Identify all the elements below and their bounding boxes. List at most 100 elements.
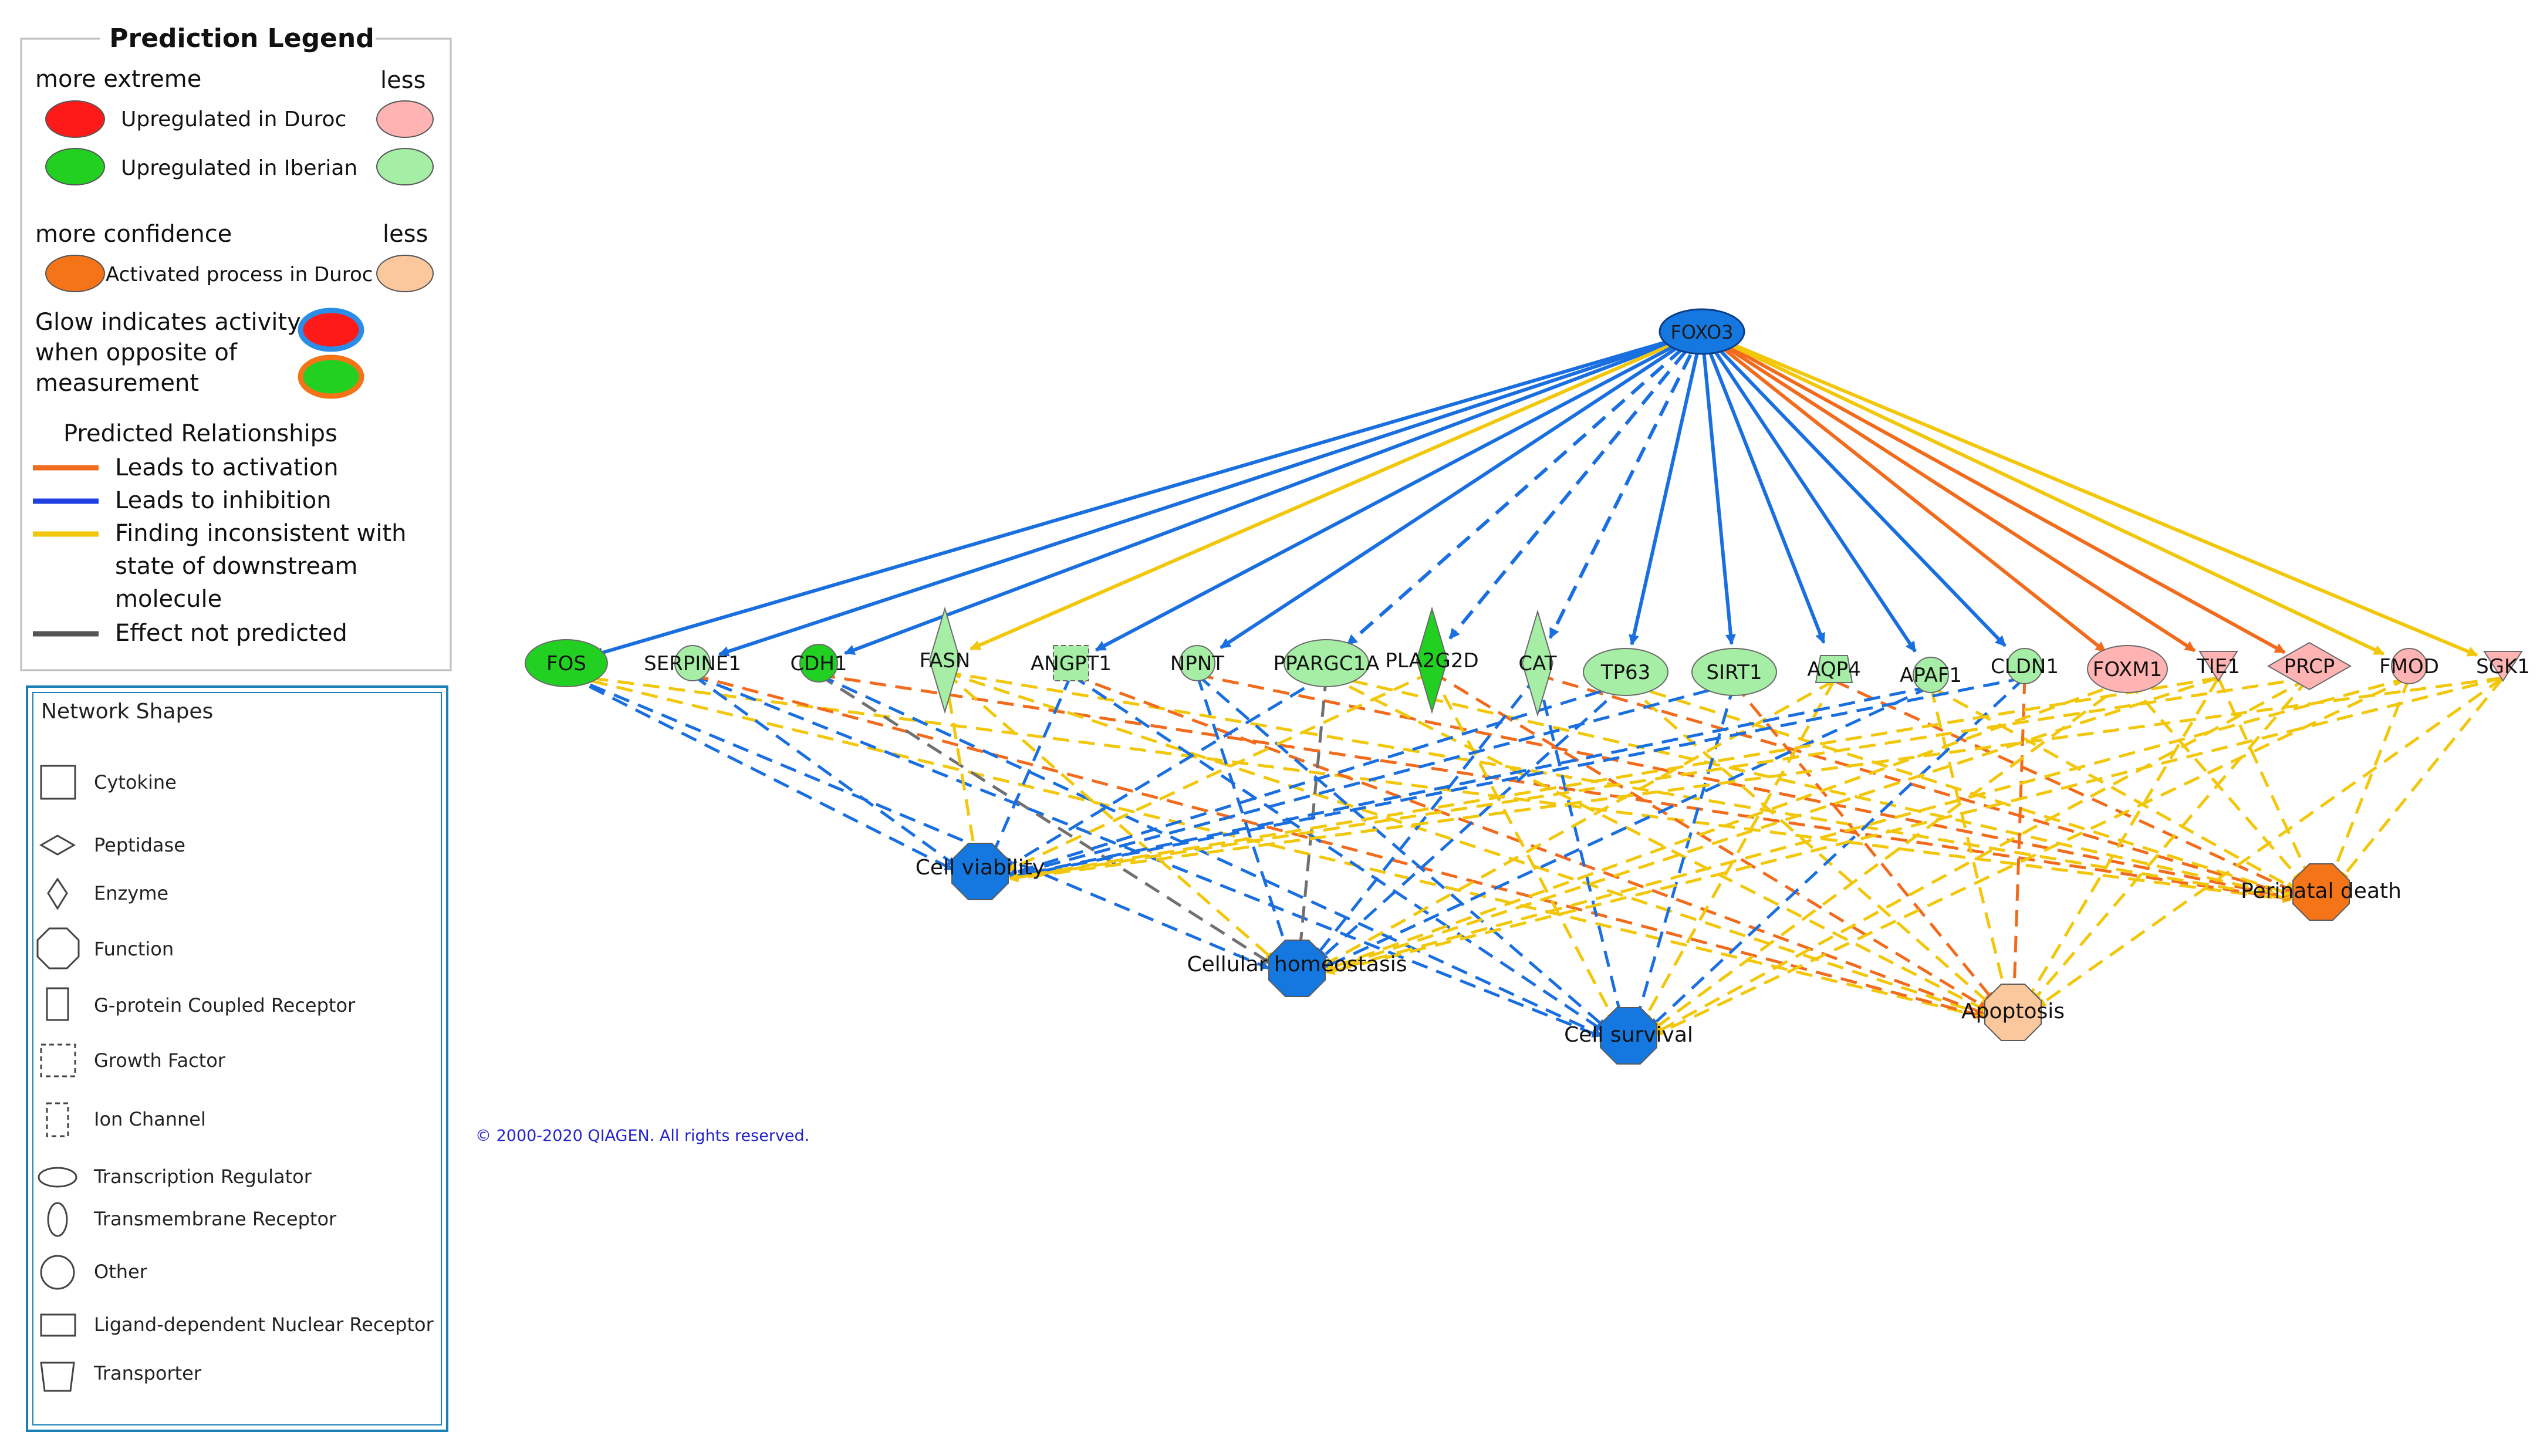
node-sirt1[interactable] xyxy=(1691,648,1777,696)
edge-cldn1-apoptosis xyxy=(2009,677,2026,995)
legend-more-confidence: more confidence xyxy=(35,221,232,248)
edge-ppargc1a-cellular-homeostasis xyxy=(1296,674,1328,951)
edge-serpine1-cell-viability xyxy=(691,673,957,867)
node-ppargc1a-label: PPARGC1A xyxy=(1274,652,1380,675)
edge-foxo3-cdh1 xyxy=(844,330,1703,655)
prediction-legend-box xyxy=(20,38,452,671)
node-foxm1[interactable] xyxy=(2087,645,2168,693)
shape-transmembrane-receptor: Transmembrane Receptor xyxy=(93,1208,337,1230)
edge-cdh1-cell-survival xyxy=(818,673,1602,1036)
edge-foxo3-sirt1 xyxy=(1700,331,1736,646)
edge-sgk1-perinatal-death xyxy=(2339,677,2504,881)
legend-less-2: less xyxy=(383,221,428,248)
node-cellular-homeostasis[interactable] xyxy=(1268,940,1326,997)
node-fos-label: FOS xyxy=(546,652,586,675)
node-foxo3-label: FOXO3 xyxy=(1671,321,1734,343)
transmembrane-receptor-shape-icon xyxy=(47,1202,68,1237)
edge-angpt1-cell-survival xyxy=(1070,673,1605,1032)
edge-foxo3-serpine1 xyxy=(718,330,1703,657)
edge-foxo3-sgk1 xyxy=(1701,330,2478,657)
transcription-regulator-shape-icon xyxy=(38,1167,77,1188)
node-perinatal-death[interactable] xyxy=(2292,863,2350,921)
node-fmod[interactable] xyxy=(2391,648,2427,684)
node-serpine1-label: SERPINE1 xyxy=(644,652,741,675)
node-tie1-label: TIE1 xyxy=(2196,655,2240,678)
edge-foxo3-fasn xyxy=(970,330,1703,651)
edge-cldn1-cell-survival xyxy=(1650,677,2026,1028)
node-cell-viability[interactable] xyxy=(951,843,1009,900)
edge-foxo3-angpt1 xyxy=(1095,330,1703,652)
shape-ligand-nuclear: Ligand-dependent Nuclear Receptor xyxy=(94,1313,434,1336)
edge-sgk1-cell-viability xyxy=(1009,676,2504,883)
node-prcp[interactable] xyxy=(2267,641,2352,691)
edge-foxo3-pla2g2d xyxy=(1448,330,1704,640)
node-cell-survival[interactable] xyxy=(1600,1007,1657,1065)
legend-rel-not-predicted: Effect not predicted xyxy=(115,620,347,647)
node-apoptosis[interactable] xyxy=(1984,984,2042,1041)
node-cdh1[interactable] xyxy=(799,644,838,683)
node-ppargc1a[interactable] xyxy=(1283,639,1369,687)
legend-up-iberian: Upregulated in Iberian xyxy=(121,156,357,180)
node-aqp4-label: AQP4 xyxy=(1807,658,1861,681)
edge-sgk1-apoptosis xyxy=(2037,676,2504,1008)
legend-duroc-weak-swatch xyxy=(376,100,434,138)
node-fasn[interactable] xyxy=(928,606,961,714)
legend-rel-activation: Leads to activation xyxy=(115,454,339,481)
edge-fmod-perinatal-death xyxy=(2330,677,2411,876)
node-cldn1-label: CLDN1 xyxy=(1991,655,2059,678)
node-fos[interactable] xyxy=(525,639,608,687)
node-sgk1[interactable] xyxy=(2483,651,2523,682)
edge-angpt1-cell-viability xyxy=(991,674,1073,856)
edge-foxo3-cldn1 xyxy=(1700,330,2007,647)
legend-activated-strong-swatch xyxy=(45,255,105,292)
ligand-nuclear-shape-icon xyxy=(40,1313,76,1337)
transporter-shape-icon xyxy=(40,1362,75,1392)
edge-npnt-cell-survival xyxy=(1196,674,1607,1029)
legend-rel-inconsistent-1: Finding inconsistent with xyxy=(115,520,407,547)
edge-aqp4-perinatal-death xyxy=(1833,679,2295,893)
node-cell-viability-label: Cell viability xyxy=(916,856,1045,880)
edge-fasn-cellular-homeostasis xyxy=(944,671,1275,961)
node-cat-label: CAT xyxy=(1518,652,1556,675)
node-tp63[interactable] xyxy=(1583,648,1668,696)
edge-foxm1-cellular-homeostasis xyxy=(1325,679,2128,971)
node-sirt1-label: SIRT1 xyxy=(1706,661,1762,684)
edge-fasn-cell-viability xyxy=(943,671,978,854)
node-cldn1[interactable] xyxy=(2007,648,2043,684)
node-foxo3[interactable] xyxy=(1659,308,1745,355)
edge-aqp4-cell-survival xyxy=(1642,680,1836,1022)
edge-tp63-apoptosis xyxy=(1624,683,1991,1005)
network-edges xyxy=(565,330,2504,1038)
edge-ppargc1a-apoptosis xyxy=(1325,673,1987,1012)
node-cat[interactable] xyxy=(1521,609,1554,717)
legend-more-extreme: more extreme xyxy=(35,66,201,93)
node-apaf1[interactable] xyxy=(1913,657,1949,693)
node-cellular-homeostasis-label: Cellular homeostasis xyxy=(1187,952,1407,977)
edge-apaf1-cellular-homeostasis xyxy=(1323,685,1932,969)
shape-transporter: Transporter xyxy=(93,1362,202,1384)
legend-glow-blue-swatch xyxy=(298,308,364,352)
edge-angpt1-apoptosis xyxy=(1070,673,1985,1015)
legend-up-duroc: Upregulated in Duroc xyxy=(121,107,346,131)
other-shape-icon xyxy=(40,1255,75,1290)
shape-transcription-regulator: Transcription Regulator xyxy=(93,1166,312,1188)
node-pla2g2d[interactable] xyxy=(1416,606,1448,714)
ion-channel-shape-icon xyxy=(46,1102,69,1137)
edge-prcp-apoptosis xyxy=(2031,677,2311,1002)
node-aqp4[interactable] xyxy=(1815,655,1853,683)
edge-fasn-apoptosis xyxy=(944,670,1985,1016)
legend-glow-1: Glow indicates activity xyxy=(35,309,301,336)
edge-foxo3-prcp xyxy=(1701,330,2286,654)
edge-foxo3-foxm1 xyxy=(1701,330,2107,653)
node-tie1[interactable] xyxy=(2198,651,2238,682)
node-serpine1[interactable] xyxy=(674,645,711,681)
node-npnt[interactable] xyxy=(1179,645,1215,681)
node-angpt1[interactable] xyxy=(1053,645,1089,681)
prediction-legend: Prediction Legend more extreme less Upre… xyxy=(20,20,452,671)
edge-pla2g2d-apoptosis xyxy=(1431,670,1988,1010)
node-fasn-label: FASN xyxy=(920,649,971,673)
legend-iberian-strong-swatch xyxy=(45,148,105,185)
network-shapes-inner-box xyxy=(32,692,442,1425)
